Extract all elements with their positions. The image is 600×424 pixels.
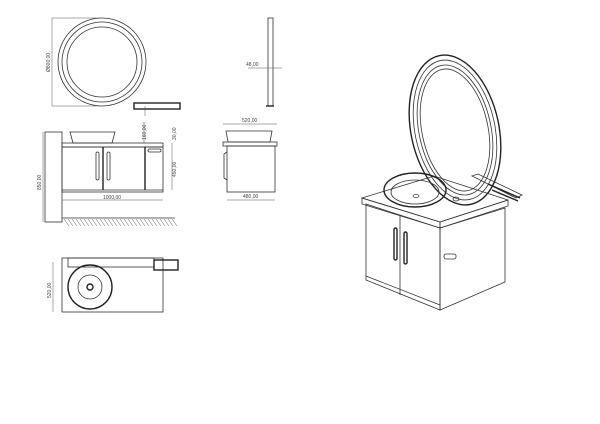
total-height-label: 850,00 — [37, 174, 43, 190]
floor-hatch-line — [115, 218, 122, 227]
front-vanity: 1000,00 160,00 30,00 450,00 850,00 — [37, 122, 178, 227]
floor-hatch-line — [63, 218, 70, 227]
isometric-view — [360, 54, 523, 311]
floor-hatch-line — [103, 218, 110, 227]
mirror-diameter-label: Ø800,00 — [46, 53, 52, 72]
floor-hatch-line — [83, 218, 90, 227]
iso-basin — [383, 172, 447, 208]
floor-hatch-line — [127, 218, 134, 227]
shelf-front — [133, 102, 181, 110]
towel-holder — [147, 148, 162, 153]
floor-hatch-line — [167, 218, 174, 227]
floor-hatch-line — [95, 218, 102, 227]
floor-hatch-line — [107, 218, 114, 227]
floor-hatch-line — [139, 218, 146, 227]
floor-hatch-line — [67, 218, 74, 227]
floor-hatch-line — [87, 218, 94, 227]
floor-hatch-line — [119, 218, 126, 227]
floor-hatch-line — [111, 218, 118, 227]
plan-depth-label: 520,00 — [47, 282, 53, 298]
side-view: 48,00 520,00 480,00 — [222, 17, 282, 201]
floor-hatch-line — [99, 218, 106, 227]
door-handle-left — [95, 151, 100, 181]
floor-hatch-line — [71, 218, 78, 227]
floor-hatch-line — [163, 218, 170, 227]
side-top-depth-label: 520,00 — [242, 118, 258, 124]
floor-hatch-line — [155, 218, 162, 227]
plan-view: 520,00 — [47, 257, 179, 313]
floor-hatch-line — [143, 218, 150, 227]
iso-mirror — [408, 54, 502, 206]
countertop-thickness-label: 30,00 — [172, 127, 178, 140]
side-cabinet-depth-label: 480,00 — [243, 194, 259, 200]
floor-hatch-line — [79, 218, 86, 227]
floor-hatch-line — [91, 218, 98, 227]
floor-hatch-line — [75, 218, 82, 227]
floor-hatch-line — [135, 218, 142, 227]
floor-hatch-line — [159, 218, 166, 227]
floor-hatch-line — [151, 218, 158, 227]
cabinet-height-label: 450,00 — [172, 161, 178, 177]
basin-height-label: 160,00 — [142, 124, 148, 140]
cabinet-width-label: 1000,00 — [103, 195, 121, 201]
mirror-depth-label: 48,00 — [246, 62, 259, 68]
floor-hatch-line — [147, 218, 154, 227]
floor-hatch-line — [123, 218, 130, 227]
floor-hatch-line — [131, 218, 138, 227]
floor-hatch-line — [171, 218, 178, 227]
iso-shelf — [470, 173, 523, 199]
front-mirror: Ø800,00 — [46, 17, 181, 116]
door-handle-right — [106, 151, 111, 181]
